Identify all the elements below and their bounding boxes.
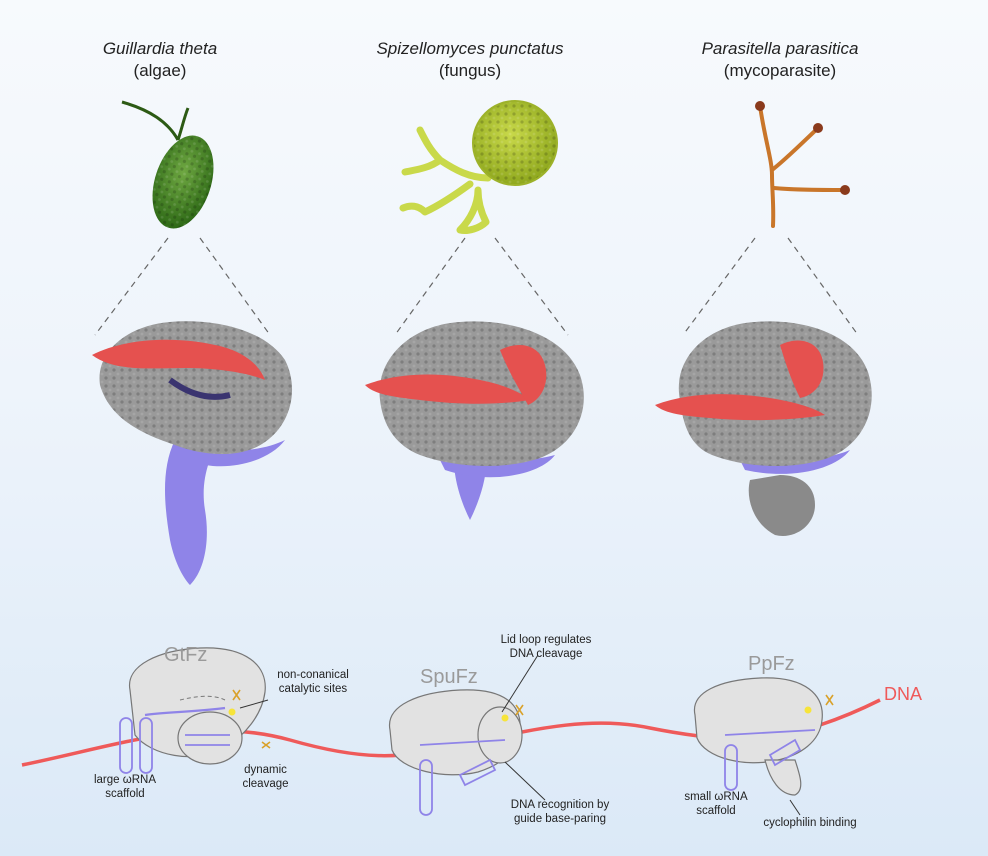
annotation-line: small ωRNA bbox=[684, 791, 748, 803]
mycoparasite-hyphae-icon bbox=[755, 101, 850, 228]
annotation-lid-loop: Lid loop regulates DNA cleavage bbox=[486, 633, 606, 661]
annotation-line: scaffold bbox=[696, 805, 736, 817]
species-label-algae: Guillardia theta (algae) bbox=[30, 38, 290, 82]
annotation-arrows bbox=[239, 654, 801, 816]
annotation-line: cyclophilin binding bbox=[763, 817, 857, 829]
ppfz-schematic bbox=[693, 677, 834, 796]
protein-label-gtfz: GtFz bbox=[164, 644, 208, 666]
annotation-line: non-conanical bbox=[277, 669, 349, 681]
spufz-schematic bbox=[389, 689, 524, 816]
annotation-line: catalytic sites bbox=[278, 683, 348, 695]
protein-label-ppfz: PpFz bbox=[748, 653, 795, 675]
annotation-dynamic-cleavage: dynamic cleavage bbox=[228, 763, 303, 791]
fungus-cell-icon bbox=[399, 100, 558, 234]
species-group: (algae) bbox=[133, 61, 187, 80]
annotation-dna-recognition: DNA recognition by guide base-paring bbox=[496, 798, 624, 826]
annotation-line: guide base-paring bbox=[513, 813, 607, 825]
gtfz-schematic bbox=[119, 647, 271, 774]
species-group: (fungus) bbox=[438, 61, 502, 80]
species-label-fungus: Spizellomyces punctatus (fungus) bbox=[340, 38, 600, 82]
species-name: Parasitella parasitica bbox=[701, 39, 859, 58]
dna-label: DNA bbox=[884, 684, 923, 704]
species-name: Guillardia theta bbox=[102, 39, 218, 58]
annotation-line: DNA recognition by bbox=[510, 799, 610, 811]
cryoem-map-gtfz bbox=[92, 321, 293, 585]
annotation-line: scaffold bbox=[105, 788, 145, 800]
species-label-mycoparasite: Parasitella parasitica (mycoparasite) bbox=[650, 38, 910, 82]
cryoem-map-spufz bbox=[365, 321, 584, 520]
annotation-line: Lid loop regulates bbox=[500, 634, 592, 646]
annotation-cyclophilin: cyclophilin binding bbox=[745, 816, 875, 830]
annotation-noncanonical-sites: non-conanical catalytic sites bbox=[258, 668, 368, 696]
annotation-line: cleavage bbox=[242, 778, 289, 790]
species-group: (mycoparasite) bbox=[723, 61, 837, 80]
annotation-line: large ωRNA bbox=[93, 774, 157, 786]
annotation-large-scaffold: large ωRNA scaffold bbox=[80, 773, 170, 801]
annotation-line: DNA cleavage bbox=[509, 648, 583, 660]
protein-label-spufz: SpuFz bbox=[420, 666, 478, 688]
annotation-line: dynamic bbox=[244, 764, 287, 776]
algae-cell-icon bbox=[121, 100, 214, 229]
species-name: Spizellomyces punctatus bbox=[376, 39, 564, 58]
zoom-guide-lines bbox=[94, 237, 859, 336]
cryoem-map-ppfz bbox=[655, 321, 872, 536]
annotation-small-scaffold: small ωRNA scaffold bbox=[676, 790, 756, 818]
